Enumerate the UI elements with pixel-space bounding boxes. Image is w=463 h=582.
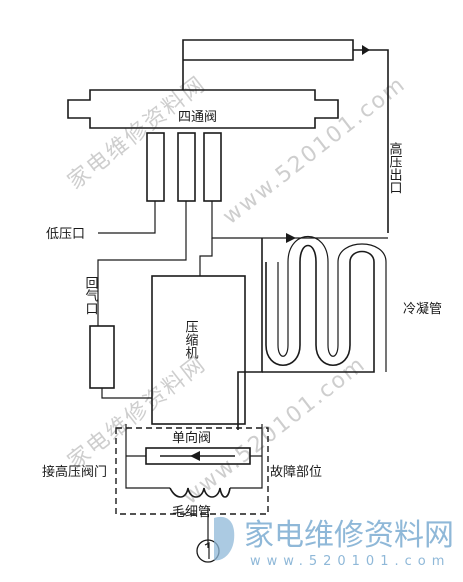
svg-text:高压出口: 高压出口 [387,141,403,194]
accumulator [89,325,152,399]
top-pipe [182,39,389,233]
valve-lower-pipes [97,201,388,326]
compressor-body [151,275,246,425]
four-way-valve [67,89,339,202]
flow-arrow-top [362,45,370,55]
flow-arrow-check-valve [190,451,200,461]
label-four-way-valve: 四通阀 [178,110,217,125]
condenser-coil [237,236,387,430]
label-compressor: 压缩机 [183,320,199,360]
label-capillary: 毛细管 [172,505,211,520]
svg-text:回气口: 回气口 [83,276,99,315]
label-return-port: 回气口 [83,276,99,315]
svg-text:压缩机: 压缩机 [183,320,199,360]
label-check-valve: 单向阀 [172,430,211,446]
label-fault-position: 故障部位 [270,465,322,480]
site-logo-watermark: 家电维修资料网 www.520101.com [214,516,454,569]
logo-text: 家电维修资料网 [244,518,454,553]
flow-arrow-condenser [286,233,296,243]
check-valve [125,424,263,489]
valve-port-left [146,132,165,202]
label-connect-high-pressure-valve: 接高压阀门 [42,464,107,480]
fault-area-box [115,427,269,515]
logo-url: www.520101.com [250,554,450,569]
logo-leaf-icon [214,516,235,561]
label-high-pressure-outlet: 高压出口 [387,141,403,194]
watermark-layer: 家电维修资料网 www.520101.com 家电维修资料网 www.52010… [63,72,411,510]
label-condenser: 冷凝管 [403,301,442,317]
capillary-coil [169,487,231,548]
accumulator-body [89,325,115,389]
valve-port-middle [177,132,196,202]
compressor [151,275,246,425]
valve-port-right [203,132,222,202]
label-low-pressure-port: 低压口 [46,227,85,242]
